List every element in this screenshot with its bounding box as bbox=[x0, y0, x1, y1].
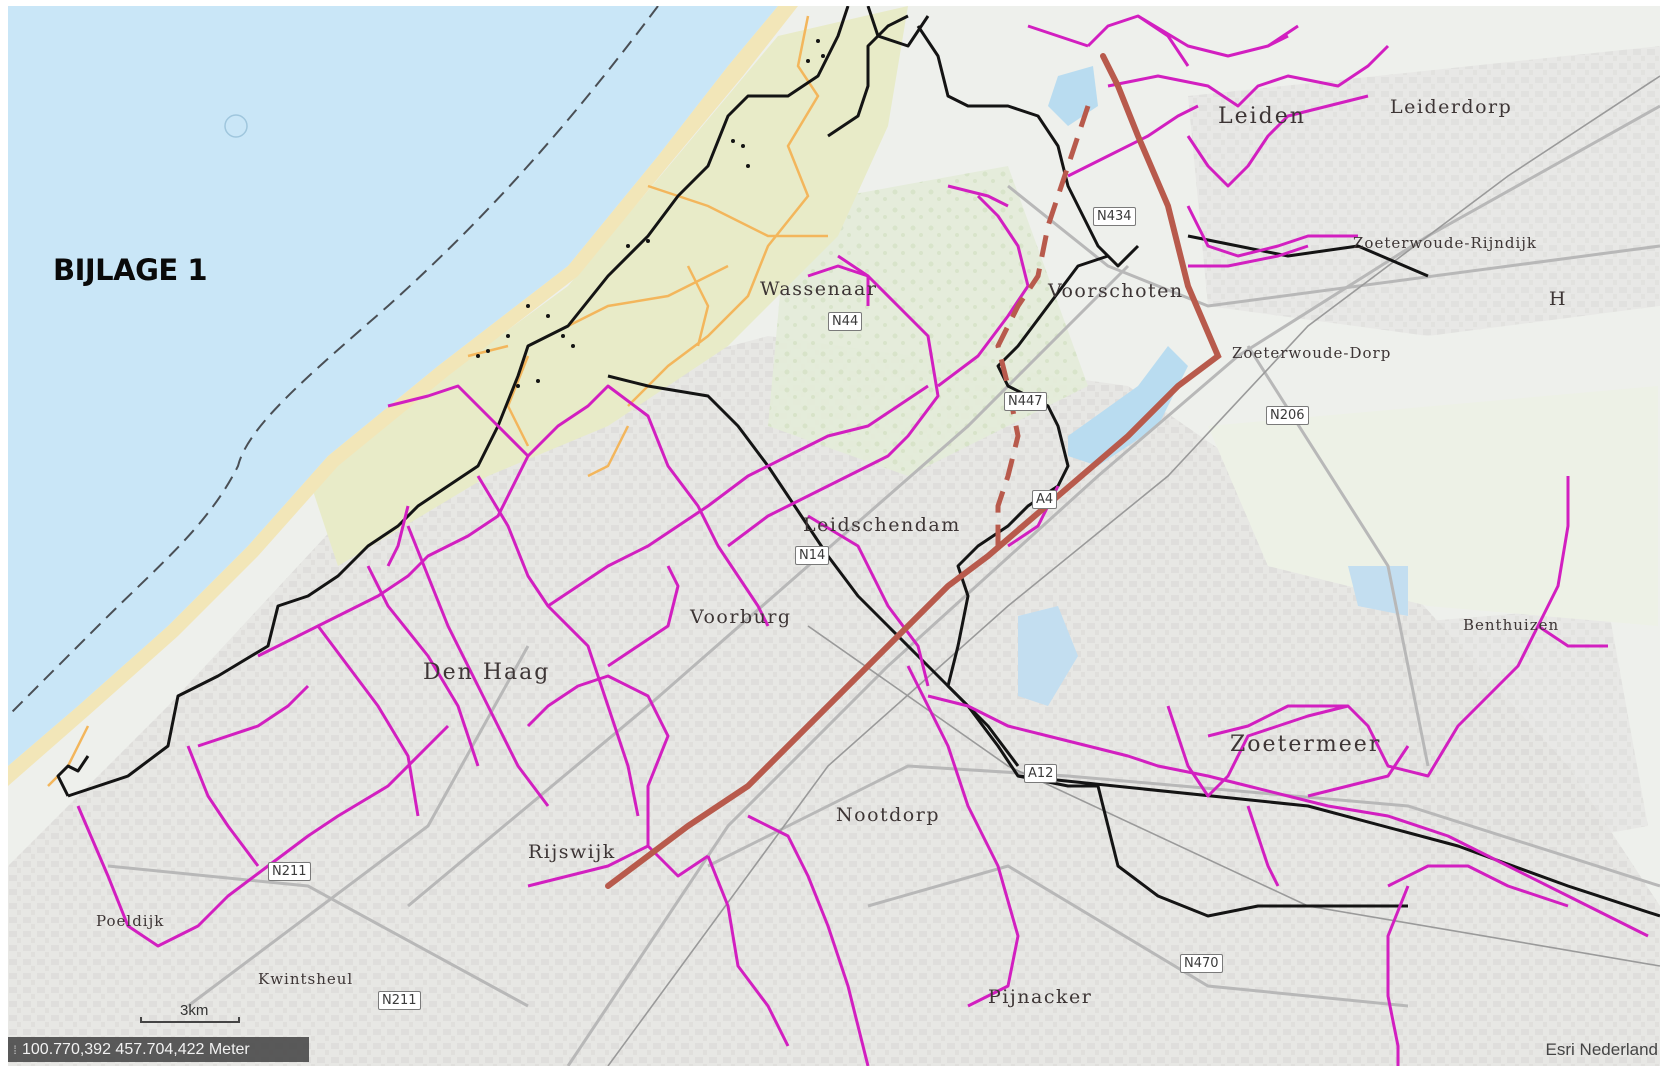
urban-area-zoetermeer bbox=[1338, 606, 1648, 866]
place-label-wassenaar: Wassenaar bbox=[760, 278, 878, 300]
place-label-leiden: Leiden bbox=[1218, 104, 1306, 129]
place-label-benthuizen: Benthuizen bbox=[1463, 616, 1560, 634]
place-label-voorschoten: Voorschoten bbox=[1048, 280, 1184, 302]
place-label-rijswijk: Rijswijk bbox=[528, 841, 616, 863]
road-shield-n14: N14 bbox=[795, 546, 830, 565]
place-label-den-haag: Den Haag bbox=[423, 660, 551, 685]
place-label-voorburg: Voorburg bbox=[690, 606, 792, 628]
place-label-pijnacker: Pijnacker bbox=[988, 986, 1093, 1008]
place-label-zoeterwoude-rijndijk: Zoeterwoude-Rijndijk bbox=[1353, 234, 1538, 252]
place-label-poeldijk: Poeldijk bbox=[96, 912, 165, 930]
dune-waypoint-dots bbox=[476, 39, 825, 388]
dune-area bbox=[308, 6, 908, 566]
annex-title: BIJLAGE 1 bbox=[53, 253, 208, 287]
grip-icon[interactable]: ⁞ bbox=[13, 1043, 17, 1057]
place-label-nootdorp: Nootdorp bbox=[836, 804, 940, 826]
basemap-svg bbox=[8, 6, 1660, 1066]
place-label-zoetermeer: Zoetermeer bbox=[1230, 732, 1382, 757]
place-label-h: H bbox=[1549, 288, 1568, 310]
road-shield-n434: N434 bbox=[1093, 207, 1136, 226]
urban-area-leiden bbox=[1188, 46, 1660, 336]
beach-strip bbox=[8, 6, 798, 786]
place-label-kwintsheul: Kwintsheul bbox=[258, 970, 354, 988]
scale-bar-line bbox=[140, 1017, 240, 1023]
road-network bbox=[107, 104, 1660, 1066]
road-shield-n211: N211 bbox=[268, 862, 311, 881]
road-shield-n470: N470 bbox=[1180, 954, 1223, 973]
place-label-leiderdorp: Leiderdorp bbox=[1390, 96, 1513, 118]
scale-label: 3km bbox=[180, 1002, 209, 1019]
road-shield-a12: A12 bbox=[1024, 764, 1058, 783]
coordinate-text: 100.770,392 457.704,422 Meter bbox=[22, 1041, 250, 1058]
road-shield-a4: A4 bbox=[1032, 490, 1058, 509]
road-shield-n44: N44 bbox=[828, 312, 863, 331]
road-shield-n447: N447 bbox=[1004, 392, 1047, 411]
lake-vlietland bbox=[1068, 346, 1188, 466]
water-zoetermeer bbox=[1348, 566, 1408, 616]
brown-corridor-route bbox=[605, 53, 1222, 889]
rail-network bbox=[607, 75, 1660, 1066]
water-ypenburg bbox=[1018, 606, 1078, 706]
sea-marker-icon bbox=[224, 114, 248, 138]
green-polder bbox=[1208, 386, 1658, 626]
place-label-zoeterwoude-dorp: Zoeterwoude-Dorp bbox=[1232, 344, 1392, 362]
sea-area bbox=[8, 6, 778, 766]
scale-bar: 3km bbox=[140, 1002, 240, 1025]
road-shield-n206: N206 bbox=[1266, 406, 1309, 425]
place-label-leidschendam: Leidschendam bbox=[803, 514, 961, 536]
magenta-route-network bbox=[76, 14, 1649, 1066]
map-attribution: Esri Nederland bbox=[1545, 1040, 1658, 1059]
coordinate-readout: ⁞ 100.770,392 457.704,422 Meter bbox=[8, 1037, 309, 1062]
map-canvas[interactable]: BIJLAGE 1 Leiden Leiderdorp Zoeterwoude-… bbox=[8, 6, 1660, 1066]
road-shield-n211-south: N211 bbox=[378, 991, 421, 1010]
brown-dashed-alternative bbox=[995, 105, 1091, 546]
